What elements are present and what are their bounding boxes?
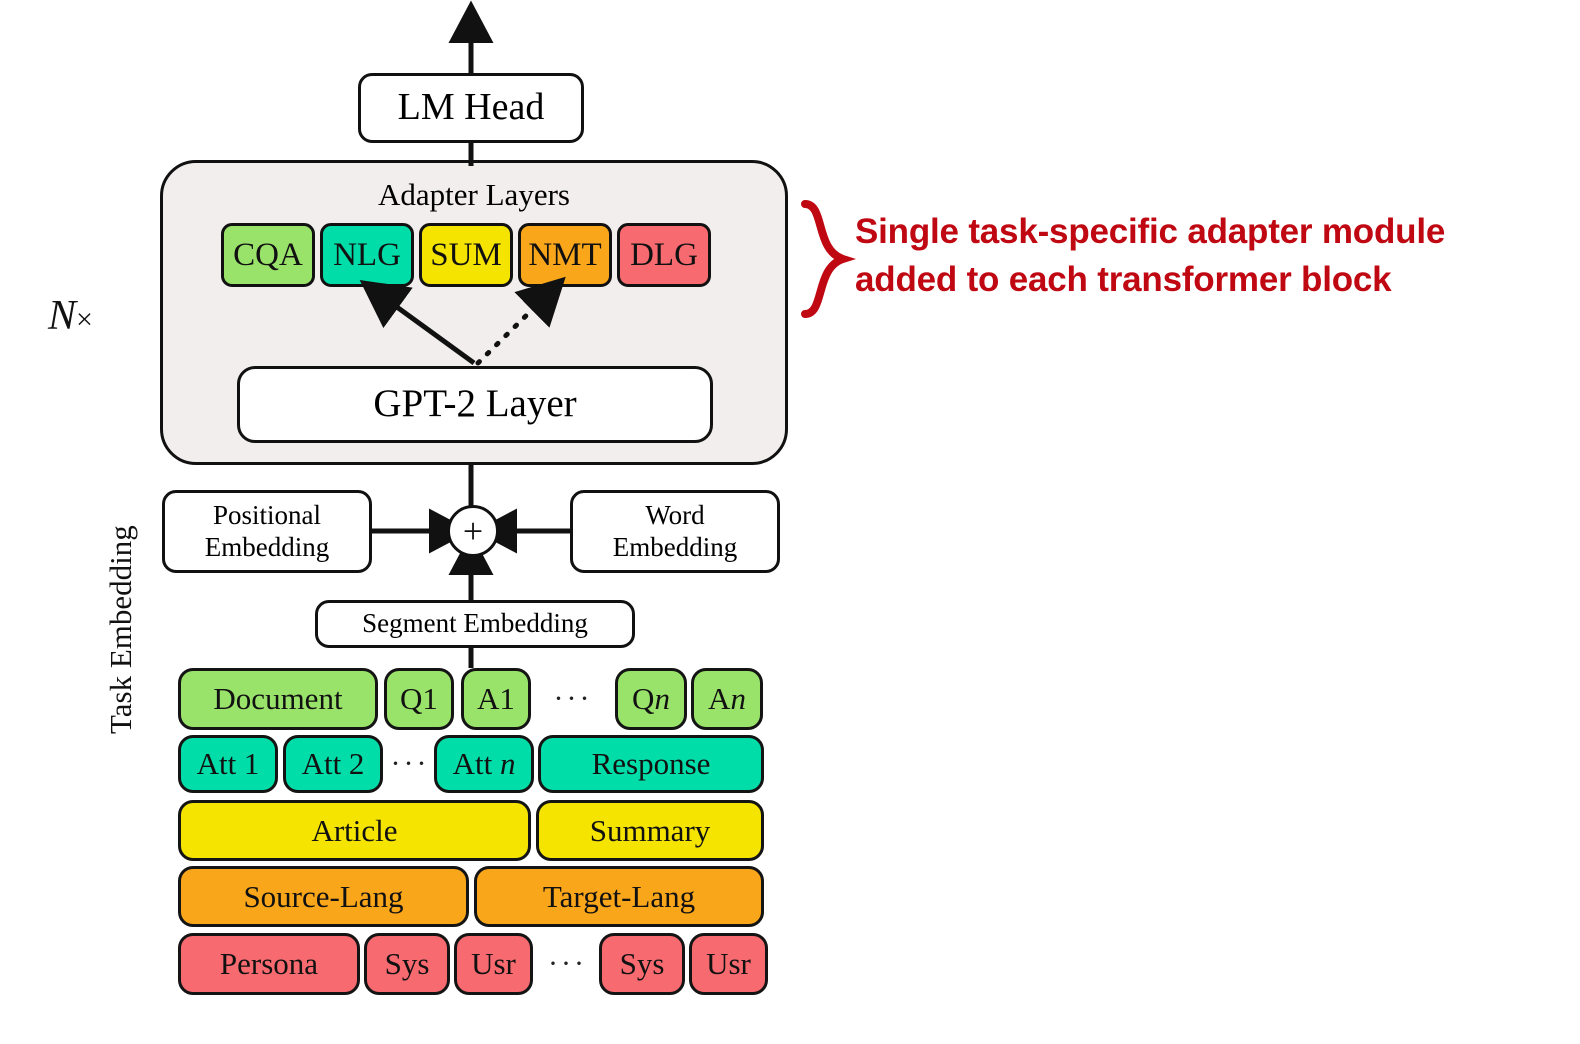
task-cell-label: Sys	[384, 946, 430, 981]
task-cell-label: An	[708, 681, 746, 716]
task-cell-usr-2: Usr	[689, 933, 768, 995]
task-embedding-axis-label: Task Embedding	[99, 424, 143, 734]
task-cell-label: Sys	[619, 946, 665, 981]
sum-operator-node: +	[447, 505, 499, 557]
task-cell-sys-2: Sys	[599, 933, 685, 995]
task-cell-label: Q1	[400, 681, 438, 716]
adapter-chip-cqa[interactable]: CQA	[221, 223, 315, 287]
task-cell-summary: Summary	[536, 800, 764, 861]
adapter-chip-label: DLG	[630, 236, 698, 273]
task-cell-label: Att n	[452, 746, 516, 781]
adapter-chip-nlg[interactable]: NLG	[320, 223, 414, 287]
task-cell-persona: Persona	[178, 933, 360, 995]
adapter-chip-sum[interactable]: SUM	[419, 223, 513, 287]
task-cell-label: Article	[311, 812, 398, 848]
task-embedding-axis-text: Task Embedding	[103, 525, 138, 734]
annotation-line-2: added to each transformer block	[855, 260, 1392, 300]
task-row-ellipsis-cqa: ···	[535, 668, 611, 730]
task-cell-label: Persona	[219, 946, 319, 981]
segment-embedding-label: Segment Embedding	[362, 608, 588, 639]
task-cell-sys-1: Sys	[364, 933, 450, 995]
adapter-chip-nmt[interactable]: NMT	[518, 223, 612, 287]
task-cell-response: Response	[538, 735, 764, 793]
ellipsis-label: ···	[553, 682, 593, 715]
positional-embedding-label-line2: Embedding	[204, 531, 330, 562]
task-cell-att-1: Att 1	[178, 735, 278, 793]
task-cell-source-lang: Source-Lang	[178, 866, 469, 927]
annotation-brace-icon	[801, 200, 857, 318]
task-cell-label: Source-Lang	[243, 878, 404, 914]
segment-embedding-box: Segment Embedding	[315, 600, 635, 648]
word-embedding-box: Word Embedding	[570, 490, 780, 573]
annotation-callout: Single task-specific adapter module adde…	[855, 208, 1555, 305]
task-cell-label: Usr	[706, 946, 751, 981]
adapter-layers-title: Adapter Layers	[378, 177, 570, 212]
gpt2-layer-box: GPT-2 Layer	[237, 366, 713, 443]
task-cell-label: Target-Lang	[542, 878, 696, 914]
ellipsis-label: ···	[548, 947, 587, 980]
task-cell-label: Response	[591, 746, 711, 781]
repeat-count-label: N×	[48, 292, 93, 340]
task-cell-att-n: Att n	[434, 735, 534, 793]
task-cell-label: A1	[477, 681, 515, 716]
repeat-count-n: N	[48, 293, 77, 339]
positional-embedding-box: Positional Embedding	[162, 490, 372, 573]
adapter-chip-label: NMT	[528, 236, 602, 273]
repeat-count-times: ×	[76, 303, 93, 336]
annotation-line-1: Single task-specific adapter module	[855, 212, 1446, 251]
task-cell-label: Document	[213, 681, 343, 716]
task-cell-label: Att 2	[301, 746, 365, 781]
task-row-ellipsis-dlg: ···	[535, 933, 600, 995]
ellipsis-label: ···	[390, 747, 430, 780]
task-cell-a1: A1	[461, 668, 531, 730]
adapter-chip-dlg[interactable]: DLG	[617, 223, 711, 287]
sum-operator-label: +	[462, 511, 484, 551]
task-cell-qn: Qn	[615, 668, 687, 730]
task-cell-target-lang: Target-Lang	[474, 866, 764, 927]
task-cell-q1: Q1	[384, 668, 454, 730]
adapter-chip-label: NLG	[333, 236, 401, 273]
positional-embedding-label-line1: Positional	[212, 500, 321, 531]
task-cell-label: Qn	[632, 681, 670, 716]
task-cell-an: An	[691, 668, 763, 730]
word-embedding-label-line2: Embedding	[612, 531, 738, 562]
adapter-chip-label: SUM	[430, 236, 502, 273]
task-cell-att-2: Att 2	[283, 735, 383, 793]
task-cell-label: Usr	[471, 946, 516, 981]
task-cell-usr-1: Usr	[454, 933, 533, 995]
task-cell-document: Document	[178, 668, 378, 730]
task-cell-label: Summary	[589, 812, 711, 848]
task-row-ellipsis-nlg: ···	[385, 735, 435, 793]
lm-head-box: LM Head	[358, 73, 584, 143]
lm-head-label: LM Head	[397, 86, 545, 129]
gpt2-layer-label: GPT-2 Layer	[373, 382, 577, 426]
task-cell-label: Att 1	[196, 746, 260, 781]
adapter-chip-label: CQA	[233, 236, 303, 273]
task-cell-article: Article	[178, 800, 531, 861]
word-embedding-label-line1: Word	[645, 500, 705, 531]
